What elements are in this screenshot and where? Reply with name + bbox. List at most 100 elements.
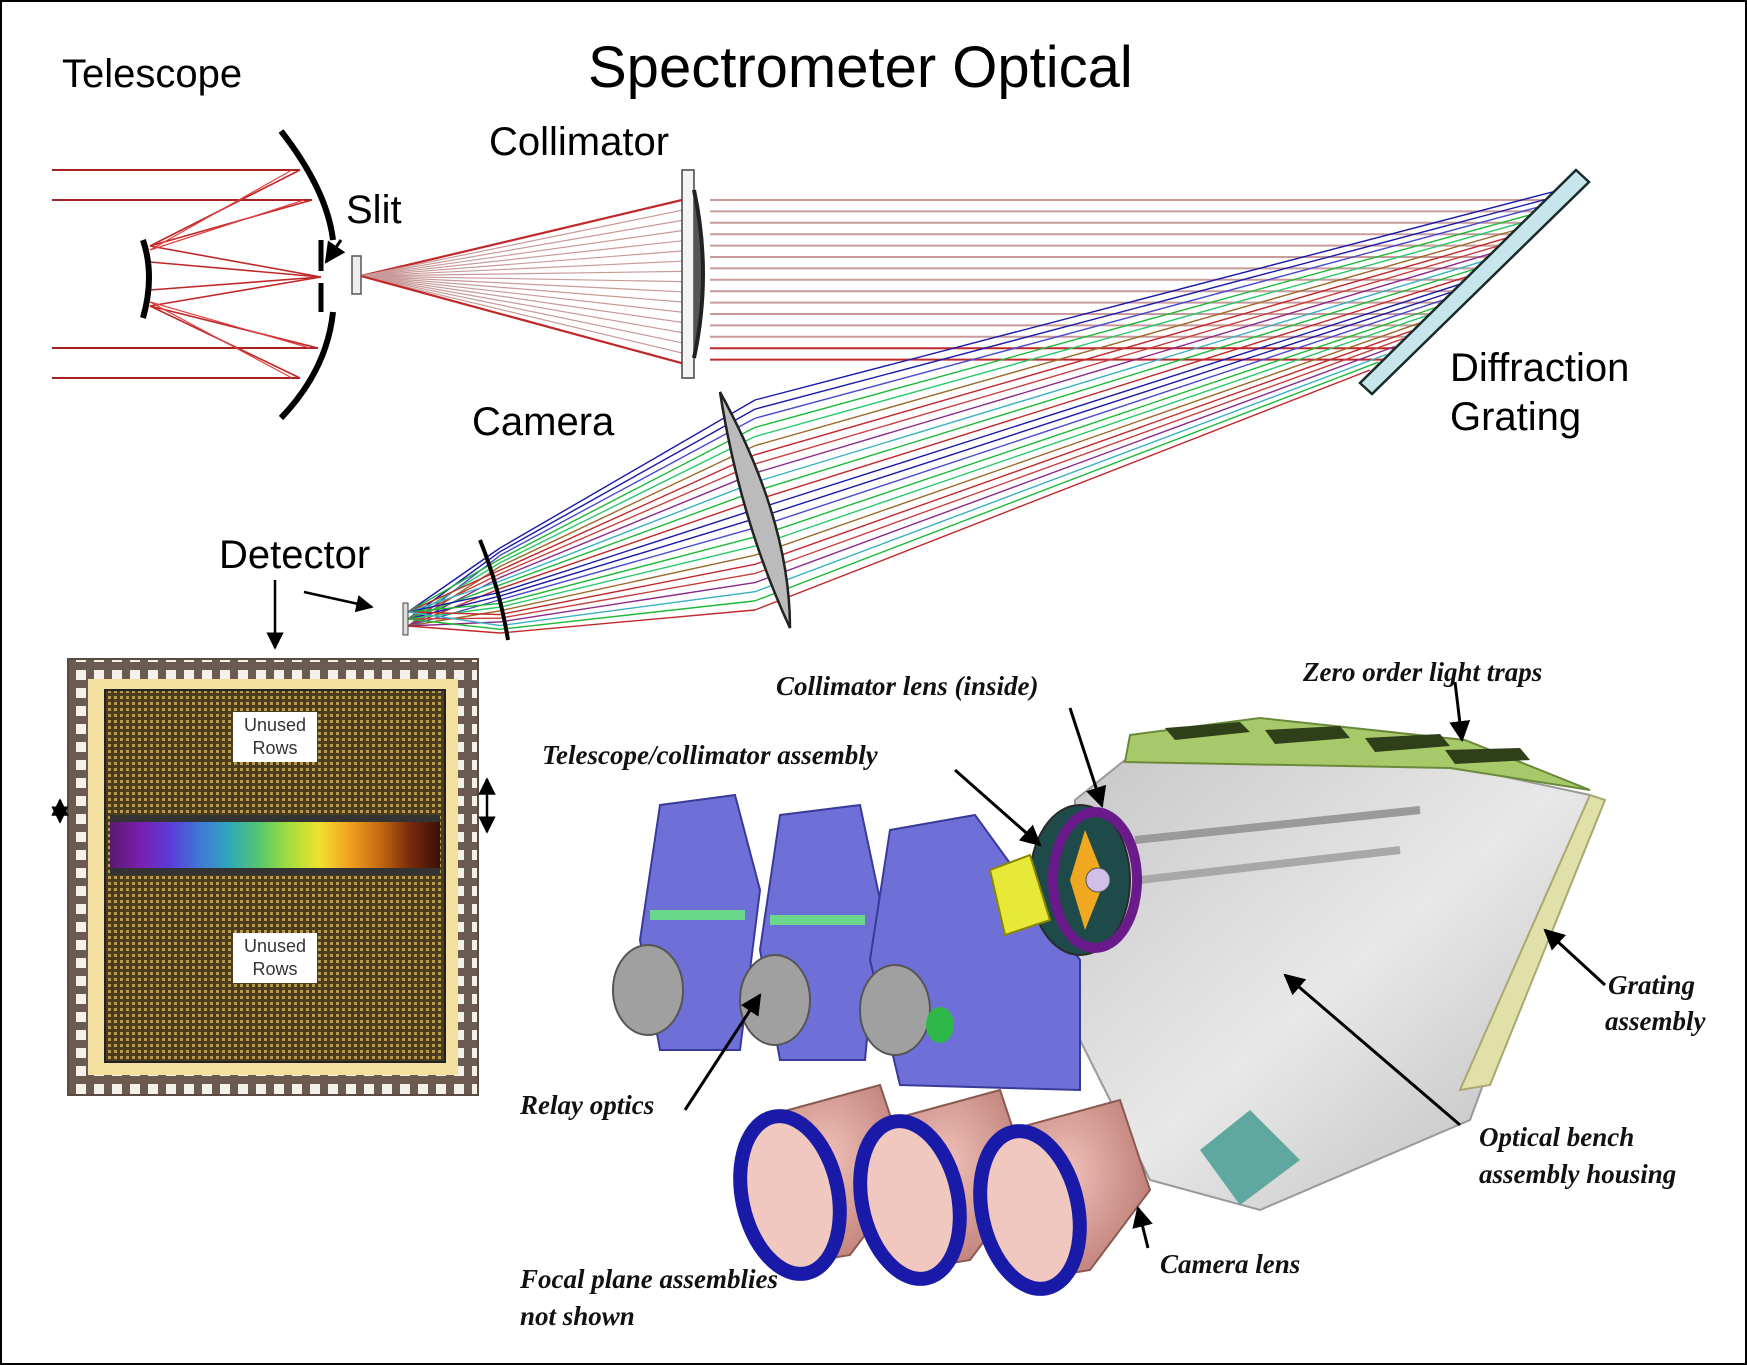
- dispersed-ray: [407, 547, 501, 613]
- dispersed-ray: [754, 345, 1396, 584]
- collimator-fan-ray: [360, 260, 683, 277]
- label-diffraction: Diffraction: [1450, 346, 1630, 390]
- label-detector: Detector: [219, 533, 371, 577]
- dispersed-ray: [754, 197, 1552, 410]
- diffraction-grating: [1358, 168, 1591, 396]
- leader-collimator-lens: [1068, 707, 1107, 808]
- dispersed-ray: [407, 569, 501, 613]
- leader-telescope-collimator: [954, 768, 1042, 847]
- dispersed-ray: [499, 591, 756, 627]
- camera-lens-barrels: [733, 1083, 1152, 1296]
- dispersed-ray: [754, 291, 1453, 520]
- label-zero-order-light-traps: Zero order light traps: [1303, 657, 1543, 687]
- collimator-fan-ray: [360, 270, 683, 277]
- telescope-collimator-wheel: [988, 804, 1142, 956]
- dispersed-ray: [407, 625, 501, 634]
- secondary-ray: [149, 245, 322, 278]
- collimator-lens: [692, 189, 705, 359]
- label-telescope-collimator-assembly: Telescope/collimator assembly: [542, 740, 878, 770]
- secondary-ray: [149, 301, 311, 349]
- collimator-fan-ray: [360, 275, 683, 303]
- secondary-ray: [149, 276, 322, 291]
- leader-relay-optics: [683, 993, 762, 1111]
- dispersed-ray: [499, 408, 756, 553]
- dispersed-ray: [499, 445, 756, 568]
- dispersed-ray: [754, 204, 1544, 419]
- collimator-fan: [360, 198, 683, 365]
- dispersed-ray: [499, 481, 756, 582]
- collimator-fan-ray: [360, 209, 683, 277]
- field-lens: [351, 255, 362, 295]
- spectrometer-assembly: [612, 716, 1607, 1296]
- camera-lens-ring: [853, 1114, 967, 1286]
- secondary-ray: [149, 199, 305, 251]
- secondary-mirror: [140, 239, 152, 319]
- relay-optics-blocks: [612, 793, 1081, 1092]
- dispersed-ray: [754, 314, 1429, 547]
- dispersed-ray: [499, 435, 756, 564]
- label-grating: Grating: [1450, 395, 1582, 439]
- collimator-fan-ray: [360, 219, 683, 277]
- dispersed-ray: [499, 472, 756, 579]
- dispersed-ray: [754, 228, 1519, 447]
- collimator-fan-ray: [360, 274, 683, 365]
- light-trap-slots: [1165, 722, 1530, 764]
- label-slit: Slit: [346, 188, 402, 232]
- camera-lens-ring: [733, 1109, 847, 1281]
- dispersed-ray: [754, 275, 1470, 502]
- camera-lens-ring: [973, 1124, 1087, 1296]
- housing-base-plate: [1200, 1110, 1300, 1205]
- label-optical-bench-1: Optical bench: [1479, 1122, 1635, 1152]
- dispersed-ray: [499, 581, 756, 623]
- dispersed-ray: [499, 554, 756, 612]
- dispersed-ray: [407, 611, 501, 627]
- dispersed-ray: [407, 580, 501, 613]
- dispersed-ray: [499, 600, 756, 631]
- secondary-ray: [149, 276, 322, 307]
- housing-ridge-1: [1134, 806, 1421, 844]
- dispersed-ray: [499, 609, 756, 634]
- detector-arrow-right: [303, 590, 374, 613]
- leader-optical-bench: [1283, 973, 1461, 1127]
- assembly-leader-lines: [683, 681, 1607, 1249]
- unused-rows-bottom: Unused Rows: [233, 933, 317, 983]
- dispersed-ray: [407, 591, 501, 613]
- dispersed-ray: [499, 426, 756, 560]
- collimator-fan-ray: [360, 240, 683, 277]
- housing-ridge-2: [1139, 846, 1401, 884]
- label-focal-plane-2: not shown: [520, 1301, 635, 1331]
- dispersed-ray: [754, 322, 1420, 556]
- collimator-lens-frame: [681, 169, 695, 379]
- spectrum-band: [110, 822, 440, 868]
- leader-camera-lens: [1132, 1205, 1153, 1249]
- unused-rows-bottom-line2: Rows: [252, 959, 298, 979]
- primary-mirror-top: [278, 129, 336, 241]
- zero-order-light-traps: [1123, 716, 1591, 791]
- dispersed-ray: [499, 399, 756, 549]
- collimator-fan-ray: [360, 275, 683, 293]
- grating-assembly: [1458, 793, 1607, 1092]
- telescope-ray: [149, 199, 313, 247]
- dispersed-ray: [499, 508, 756, 594]
- label-collimator-lens-inside: Collimator lens (inside): [776, 671, 1039, 701]
- dispersed-ray: [499, 518, 756, 597]
- label-optical-bench-2: assembly housing: [1479, 1159, 1677, 1189]
- unused-rows-top: Unused Rows: [233, 712, 317, 762]
- dispersed-ray: [499, 454, 756, 571]
- dispersed-ray: [754, 236, 1511, 456]
- dispersed-ray: [499, 572, 756, 619]
- dispersed-ray: [499, 490, 756, 586]
- detector-chip: [51, 658, 496, 1096]
- dispersed-ray: [754, 298, 1445, 529]
- dispersed-ray: [754, 369, 1371, 611]
- unused-rows-top-line2: Rows: [252, 738, 298, 758]
- dispersed-ray: [499, 563, 756, 616]
- dispersed-ray: [754, 189, 1561, 401]
- collimator-fan-ray: [360, 275, 683, 323]
- dispersed-ray: [754, 220, 1528, 438]
- collimator-fan-ray: [360, 198, 683, 278]
- label-grating-assembly-1: Grating: [1608, 970, 1696, 1000]
- label-camera: Camera: [472, 400, 615, 444]
